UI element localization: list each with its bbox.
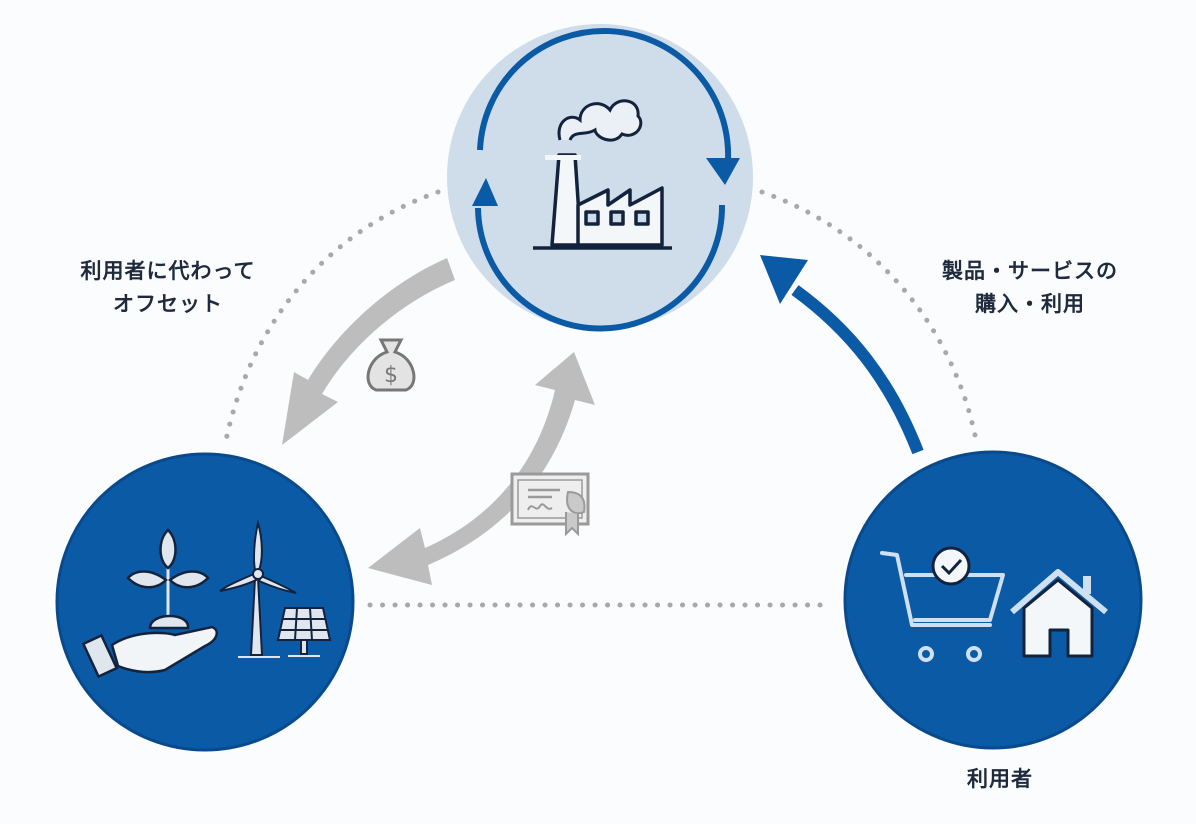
user-circle — [843, 450, 1143, 750]
user-node[interactable] — [843, 450, 1143, 750]
check-badge-icon — [931, 546, 971, 586]
company-node[interactable] — [447, 24, 753, 332]
cycle-arrowhead-left — [472, 178, 498, 206]
offset-provider-circle — [55, 452, 355, 752]
label-left-line2: オフセット — [113, 292, 223, 316]
label-right-line2: 購入・利用 — [975, 292, 1085, 316]
label-left-line1: 利用者に代わって — [80, 259, 256, 283]
label-offset-on-behalf: 利用者に代わって オフセット — [48, 255, 288, 321]
gray-arrow-money-flow — [282, 258, 455, 445]
dotted-connectors — [222, 189, 978, 608]
house-icon — [1010, 569, 1108, 658]
certificate-icon — [510, 472, 590, 537]
label-right-line1: 製品・サービスの — [942, 259, 1118, 283]
label-user: 利用者 — [967, 767, 1033, 791]
svg-text:$: $ — [384, 363, 398, 388]
label-purchase-use: 製品・サービスの 購入・利用 — [905, 255, 1155, 321]
offset-provider-node[interactable] — [55, 452, 355, 752]
hand-sprout-icon — [81, 528, 218, 679]
gray-double-arrow-credit-flow — [368, 352, 595, 585]
cycle-arrowhead-right — [706, 158, 740, 185]
blue-arrow-purchase-flow — [760, 255, 924, 455]
cycle-arrows-icon — [475, 27, 732, 332]
company-circle — [447, 24, 753, 330]
money-bag-icon: $ — [366, 338, 416, 392]
smoke-icon — [557, 99, 643, 142]
wind-turbine-icon — [219, 519, 297, 658]
factory-icon — [533, 153, 672, 250]
solar-panel-icon — [276, 607, 332, 657]
